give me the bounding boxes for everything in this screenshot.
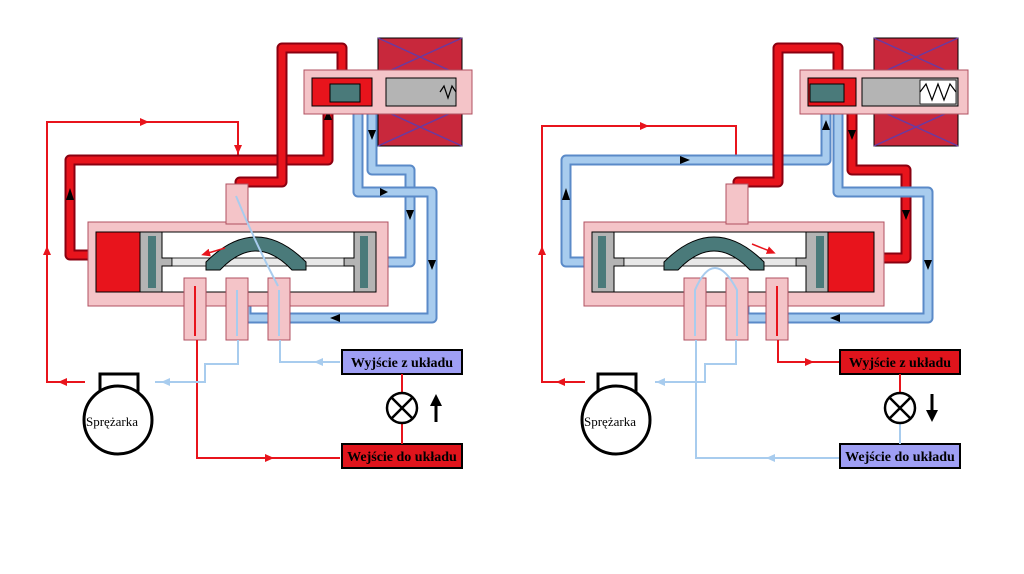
inlet-label: Wejście do układu <box>845 450 955 465</box>
right-diagram-cooling-mode: Sprężarka Wyjście z układu Wejście do uk… <box>538 37 969 469</box>
spring-icon <box>439 84 457 100</box>
slide-valve <box>205 236 307 271</box>
compressor-label: Sprężarka <box>86 414 138 429</box>
left-diagram-heating-mode: Sprężarka Wyjście z układu Wejście do uk… <box>43 37 473 469</box>
compressor-icon <box>82 372 154 456</box>
outlet-label: Wyjście z układu <box>849 356 951 371</box>
flow-arrow-icon <box>926 394 938 422</box>
flow-arrow-icon <box>430 394 442 422</box>
indicator-lamp-icon <box>883 391 917 425</box>
outlet-box <box>341 349 463 375</box>
inlet-label: Wejście do układu <box>347 450 457 465</box>
slide-valve <box>663 236 765 271</box>
outlet-label: Wyjście z układu <box>351 356 453 371</box>
compressor-label: Sprężarka <box>584 414 636 429</box>
spring-icon <box>919 82 957 102</box>
indicator-lamp-icon <box>385 391 419 425</box>
compressor-icon <box>580 372 652 456</box>
